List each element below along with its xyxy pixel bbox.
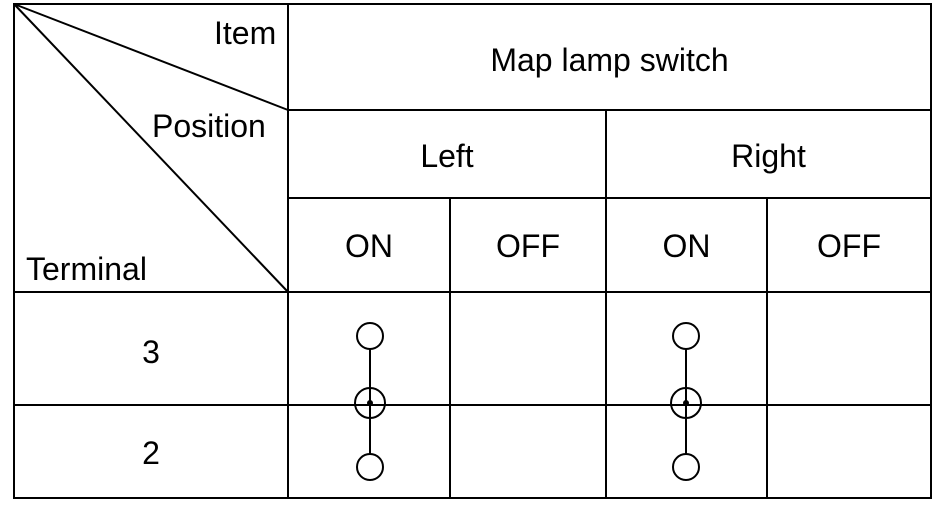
item-label: Item	[214, 15, 277, 51]
table-border	[13, 3, 932, 499]
junction-dot	[683, 400, 689, 406]
terminal-2-node	[356, 453, 384, 481]
terminal-3-node	[356, 322, 384, 350]
continuity-left-on	[354, 322, 386, 481]
state-left-off: OFF	[496, 228, 560, 264]
terminal-2: 2	[142, 435, 160, 471]
junction-dot	[367, 400, 373, 406]
position-right: Right	[731, 138, 806, 174]
terminal-3-node	[672, 322, 700, 350]
terminal-2-node	[672, 453, 700, 481]
diagonal-item-position	[13, 3, 289, 111]
terminal-3: 3	[142, 334, 160, 370]
position-label: Position	[152, 108, 266, 144]
continuity-junction	[670, 387, 702, 419]
state-right-on: ON	[662, 228, 711, 264]
item-title: Map lamp switch	[490, 42, 729, 78]
position-left: Left	[420, 138, 474, 174]
terminal-label: Terminal	[26, 251, 147, 287]
diagonal-position-terminal	[13, 3, 289, 293]
state-right-off: OFF	[817, 228, 881, 264]
continuity-right-on	[670, 322, 702, 481]
state-left-on: ON	[345, 228, 393, 264]
continuity-junction	[354, 387, 386, 419]
